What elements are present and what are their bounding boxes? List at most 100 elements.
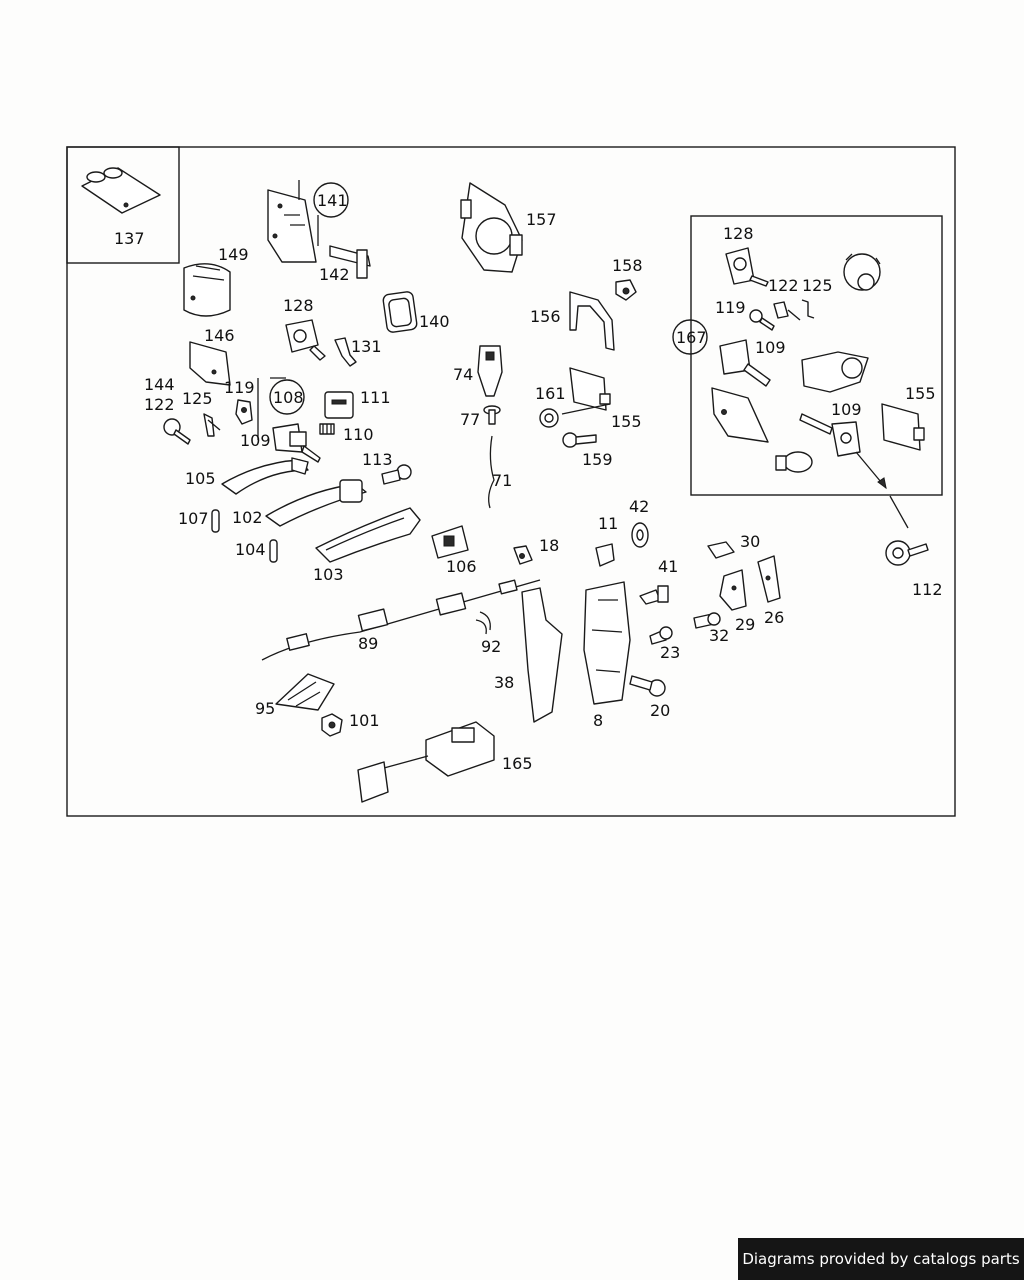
part-38: [521, 587, 563, 723]
callout-144: 144: [144, 375, 175, 394]
part-32: [693, 612, 721, 629]
part-110: [319, 423, 335, 435]
part-112: [885, 495, 929, 566]
part-141: [267, 180, 371, 279]
part-20: [629, 675, 666, 697]
part-104: [269, 539, 278, 563]
part-103: [315, 507, 421, 563]
part-140: [382, 291, 418, 333]
part-167-119: [749, 309, 775, 331]
callout-122b: 122: [768, 276, 799, 295]
part-89: [261, 579, 541, 661]
part-122-125-left: [163, 413, 221, 445]
callout-104: 104: [235, 540, 266, 559]
callout-111: 111: [360, 388, 391, 407]
callout-113: 113: [362, 450, 393, 469]
part-158: [615, 279, 637, 301]
callout-89: 89: [358, 634, 378, 653]
part-95: [275, 673, 335, 711]
callout-146: 146: [204, 326, 235, 345]
callout-141: 141: [317, 191, 348, 210]
part-30: [707, 541, 735, 559]
callout-30: 30: [740, 532, 760, 551]
callout-119a: 119: [224, 378, 255, 397]
part-156: [569, 291, 615, 351]
callout-137: 137: [114, 229, 145, 248]
callout-109c: 109: [831, 400, 862, 419]
part-111: [324, 391, 354, 419]
callout-106: 106: [446, 557, 477, 576]
part-167-cylinder: [843, 253, 881, 291]
callout-109a: 109: [240, 431, 271, 450]
part-29: [719, 569, 747, 611]
part-101: [321, 713, 343, 737]
callout-ring-167: [672, 319, 708, 355]
part-71: [488, 435, 495, 509]
callout-110: 110: [343, 425, 374, 444]
credit-banner: Diagrams provided by catalogs parts: [738, 1238, 1024, 1280]
part-167-122-125: [773, 299, 815, 321]
callout-8: 8: [593, 711, 603, 730]
callout-32: 32: [709, 626, 729, 645]
diagram-frame: [66, 146, 956, 817]
callout-149: 149: [218, 245, 249, 264]
callout-108: 108: [273, 388, 304, 407]
callout-157: 157: [526, 210, 557, 229]
callout-74: 74: [453, 365, 473, 384]
callout-71: 71: [492, 471, 512, 490]
callout-125b: 125: [802, 276, 833, 295]
part-108: [257, 377, 321, 463]
callout-128a: 128: [283, 296, 314, 315]
callout-ring-108: [269, 379, 305, 415]
callout-155b: 155: [905, 384, 936, 403]
part-119a: [235, 399, 253, 425]
callout-140: 140: [419, 312, 450, 331]
callout-131: 131: [351, 337, 382, 356]
callout-142: 142: [319, 265, 350, 284]
callout-159: 159: [582, 450, 613, 469]
callout-158: 158: [612, 256, 643, 275]
part-92: [475, 611, 491, 635]
part-107: [211, 509, 220, 533]
callout-155a: 155: [611, 412, 642, 431]
part-128a: [285, 319, 326, 361]
callout-101: 101: [349, 711, 380, 730]
part-165: [357, 721, 495, 803]
part-149: [183, 263, 231, 317]
inset-167: [690, 215, 943, 496]
callout-112: 112: [912, 580, 943, 599]
callout-23: 23: [660, 643, 680, 662]
callout-38: 38: [494, 673, 514, 692]
part-42: [631, 522, 649, 548]
part-102: [265, 479, 367, 527]
part-167-lock: [801, 351, 869, 393]
callout-165: 165: [502, 754, 533, 773]
callout-109b: 109: [755, 338, 786, 357]
callout-105: 105: [185, 469, 216, 488]
callout-ring-141: [313, 182, 349, 218]
part-74: [477, 345, 503, 397]
part-26: [757, 555, 781, 603]
part-11: [595, 543, 615, 567]
part-77: [483, 405, 501, 425]
part-167-109b: [799, 413, 861, 457]
part-113: [381, 464, 412, 485]
callout-167: 167: [676, 328, 707, 347]
callout-95: 95: [255, 699, 275, 718]
part-157: [460, 182, 523, 273]
callout-119b: 119: [715, 298, 746, 317]
callout-26: 26: [764, 608, 784, 627]
callout-11: 11: [598, 514, 618, 533]
part-159: [562, 432, 597, 448]
callout-103: 103: [313, 565, 344, 584]
callout-18: 18: [539, 536, 559, 555]
arrowhead-112: [877, 477, 887, 490]
callout-122a: 122: [144, 395, 175, 414]
part-18: [513, 545, 533, 565]
inset-137: 137: [66, 146, 180, 264]
part-167-128: [725, 247, 769, 287]
callout-77: 77: [460, 410, 480, 429]
callout-29: 29: [735, 615, 755, 634]
callout-107: 107: [178, 509, 209, 528]
